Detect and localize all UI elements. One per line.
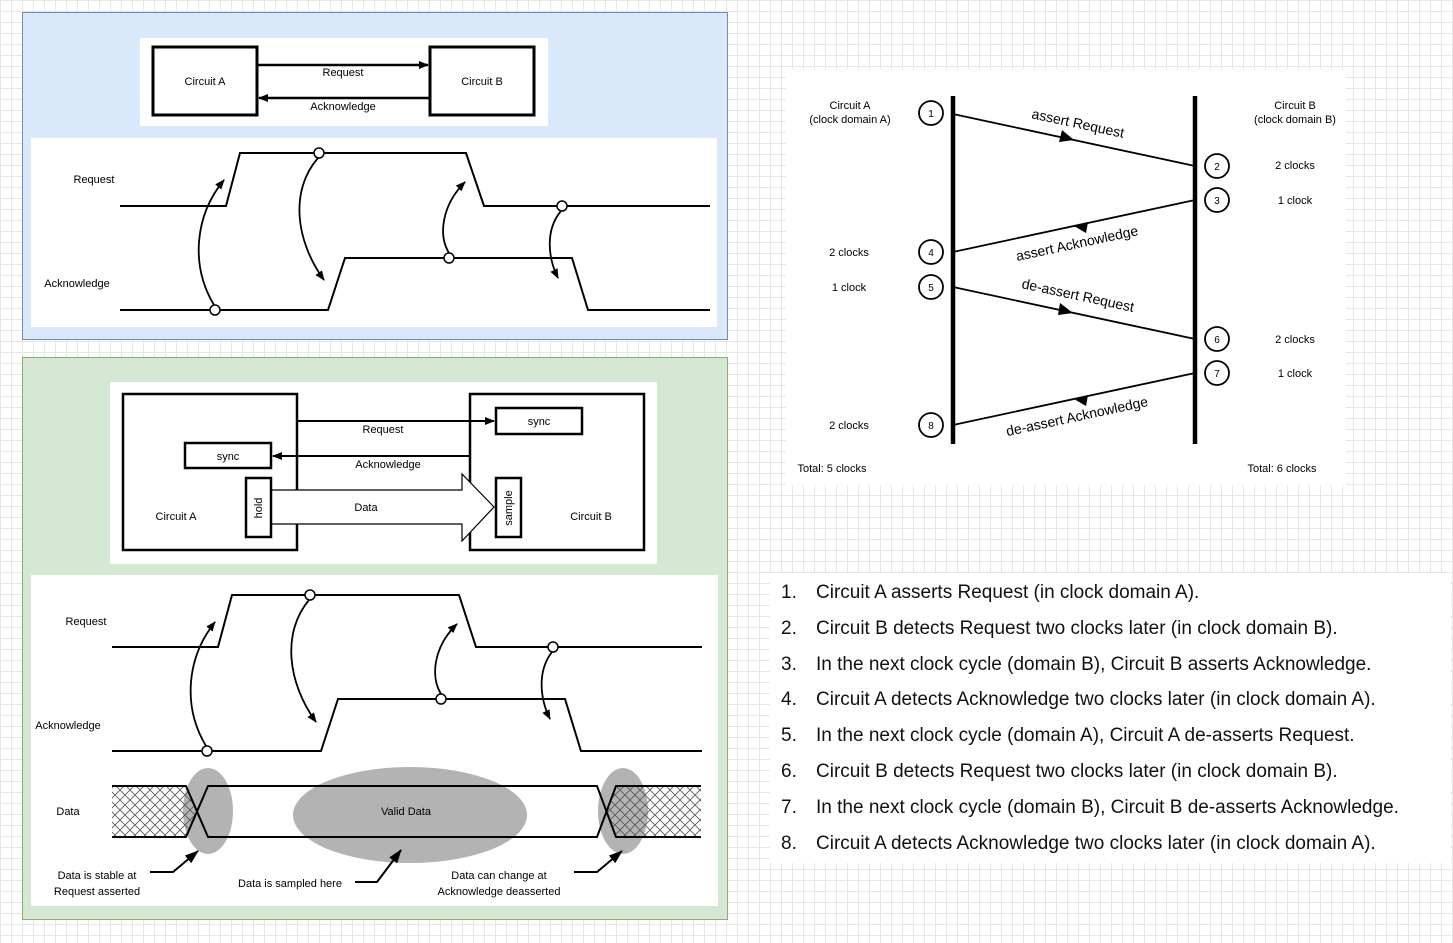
circuit-a-label: Circuit A: [185, 76, 227, 88]
sync-b-box: [494, 406, 584, 436]
data-bus-arrow: [270, 472, 495, 543]
step-marker-7: 7: [1204, 360, 1230, 386]
seq-circuit-b-label: Circuit B: [1274, 100, 1316, 112]
note-stable-line1: Data is stable at: [58, 870, 137, 882]
timing-acknowledge-label: Acknowledge: [35, 720, 100, 732]
step-marker-6: 6: [1204, 326, 1230, 352]
timing-acknowledge-label: Acknowledge: [44, 278, 109, 290]
stable-highlight: [183, 768, 233, 854]
a-clocks-step4: 2 clocks: [829, 247, 869, 259]
svg-text:2: 2: [1214, 162, 1220, 173]
step-item: 6.Circuit B detects Request two clocks l…: [781, 760, 1338, 782]
data-label: Data: [354, 502, 378, 514]
note-stable-line2: Request asserted: [54, 886, 140, 898]
note-sampled: Data is sampled here: [238, 878, 342, 890]
data-bus-bottom: [112, 785, 701, 838]
a-clocks-step5: 1 clock: [832, 282, 867, 294]
acknowledge-waveform: [120, 257, 710, 311]
svg-text:7: 7: [1214, 369, 1220, 380]
step-marker-1: 1: [918, 100, 944, 126]
svg-text:8: 8: [928, 421, 934, 432]
sync-b-label: sync: [528, 416, 551, 428]
step-item: 1.Circuit A asserts Request (in clock do…: [781, 582, 1200, 603]
svg-text:4: 4: [928, 248, 934, 259]
step-marker-2: 2: [1204, 153, 1230, 179]
valid-data-label: Valid Data: [381, 806, 432, 818]
b-clocks-step2: 2 clocks: [1275, 160, 1315, 172]
sample-label: sample: [503, 490, 515, 525]
circuit-a-box: [151, 45, 259, 117]
svg-text:6: 6: [1214, 335, 1220, 346]
timing-request-label: Request: [66, 616, 107, 628]
acknowledge-label: Acknowledge: [310, 101, 375, 113]
step-marker-8: 8: [918, 412, 944, 438]
seq-circuit-a-domain: (clock domain A): [809, 114, 890, 126]
circuit-a-label: Circuit A: [156, 511, 198, 523]
svg-text:5: 5: [928, 283, 934, 294]
circuit-a-box: [121, 392, 299, 552]
circuit-b-label: Circuit B: [570, 511, 612, 523]
assert-request-label: assert Request: [1030, 105, 1126, 140]
msg-deassert-request: [952, 286, 1196, 340]
handshake-steps-list: 1.Circuit A asserts Request (in clock do…: [770, 573, 1450, 864]
acknowledge-waveform: [112, 698, 702, 752]
step-item: 2.Circuit B detects Request two clocks l…: [781, 617, 1338, 639]
b-clocks-step3: 1 clock: [1278, 195, 1313, 207]
data-bus-top: [112, 785, 701, 838]
step-item: 7.In the next clock cycle (domain B), Ci…: [781, 796, 1399, 818]
svg-text:3: 3: [1214, 196, 1220, 207]
note-change-line2: Acknowledge deasserted: [438, 886, 561, 898]
acknowledge-label: Acknowledge: [355, 459, 420, 471]
seq-circuit-a-label: Circuit A: [830, 100, 872, 112]
hold-label: hold: [253, 498, 265, 519]
sample-box: [494, 476, 523, 539]
b-clocks-step7: 1 clock: [1278, 368, 1313, 380]
step-item: 8.Circuit A detects Acknowledge two cloc…: [781, 832, 1376, 854]
sync-a-box: [183, 441, 273, 470]
deassert-request-label: de-assert Request: [1020, 275, 1135, 315]
sync-a-label: sync: [217, 451, 240, 463]
top-timing-diagram-bg: [31, 138, 717, 327]
step-item: 4.Circuit A detects Acknowledge two cloc…: [781, 689, 1376, 711]
circuit-b-label: Circuit B: [461, 76, 503, 88]
request-label: Request: [323, 67, 364, 79]
total-a: Total: 5 clocks: [797, 463, 867, 475]
step-marker-3: 3: [1204, 187, 1230, 213]
step-item: 5.In the next clock cycle (domain A), Ci…: [781, 725, 1355, 747]
hold-box: [244, 476, 273, 539]
request-label: Request: [363, 424, 404, 436]
b-clocks-step6: 2 clocks: [1275, 334, 1315, 346]
step-marker-4: 4: [918, 239, 944, 265]
circuit-b-box: [428, 45, 536, 117]
circuit-b-box: [468, 392, 646, 552]
seq-circuit-b-domain: (clock domain B): [1254, 114, 1336, 126]
step-item: 3.In the next clock cycle (domain B), Ci…: [781, 653, 1372, 675]
timing-data-label: Data: [56, 806, 80, 818]
assert-acknowledge-label: assert Acknowledge: [1014, 222, 1139, 264]
valid-data-highlight: [293, 767, 527, 863]
total-b: Total: 6 clocks: [1247, 463, 1317, 475]
step-marker-5: 5: [918, 274, 944, 300]
a-clocks-step8: 2 clocks: [829, 420, 869, 432]
svg-text:1: 1: [928, 109, 934, 120]
note-change-line1: Data can change at: [451, 870, 546, 882]
timing-request-label: Request: [74, 174, 115, 186]
